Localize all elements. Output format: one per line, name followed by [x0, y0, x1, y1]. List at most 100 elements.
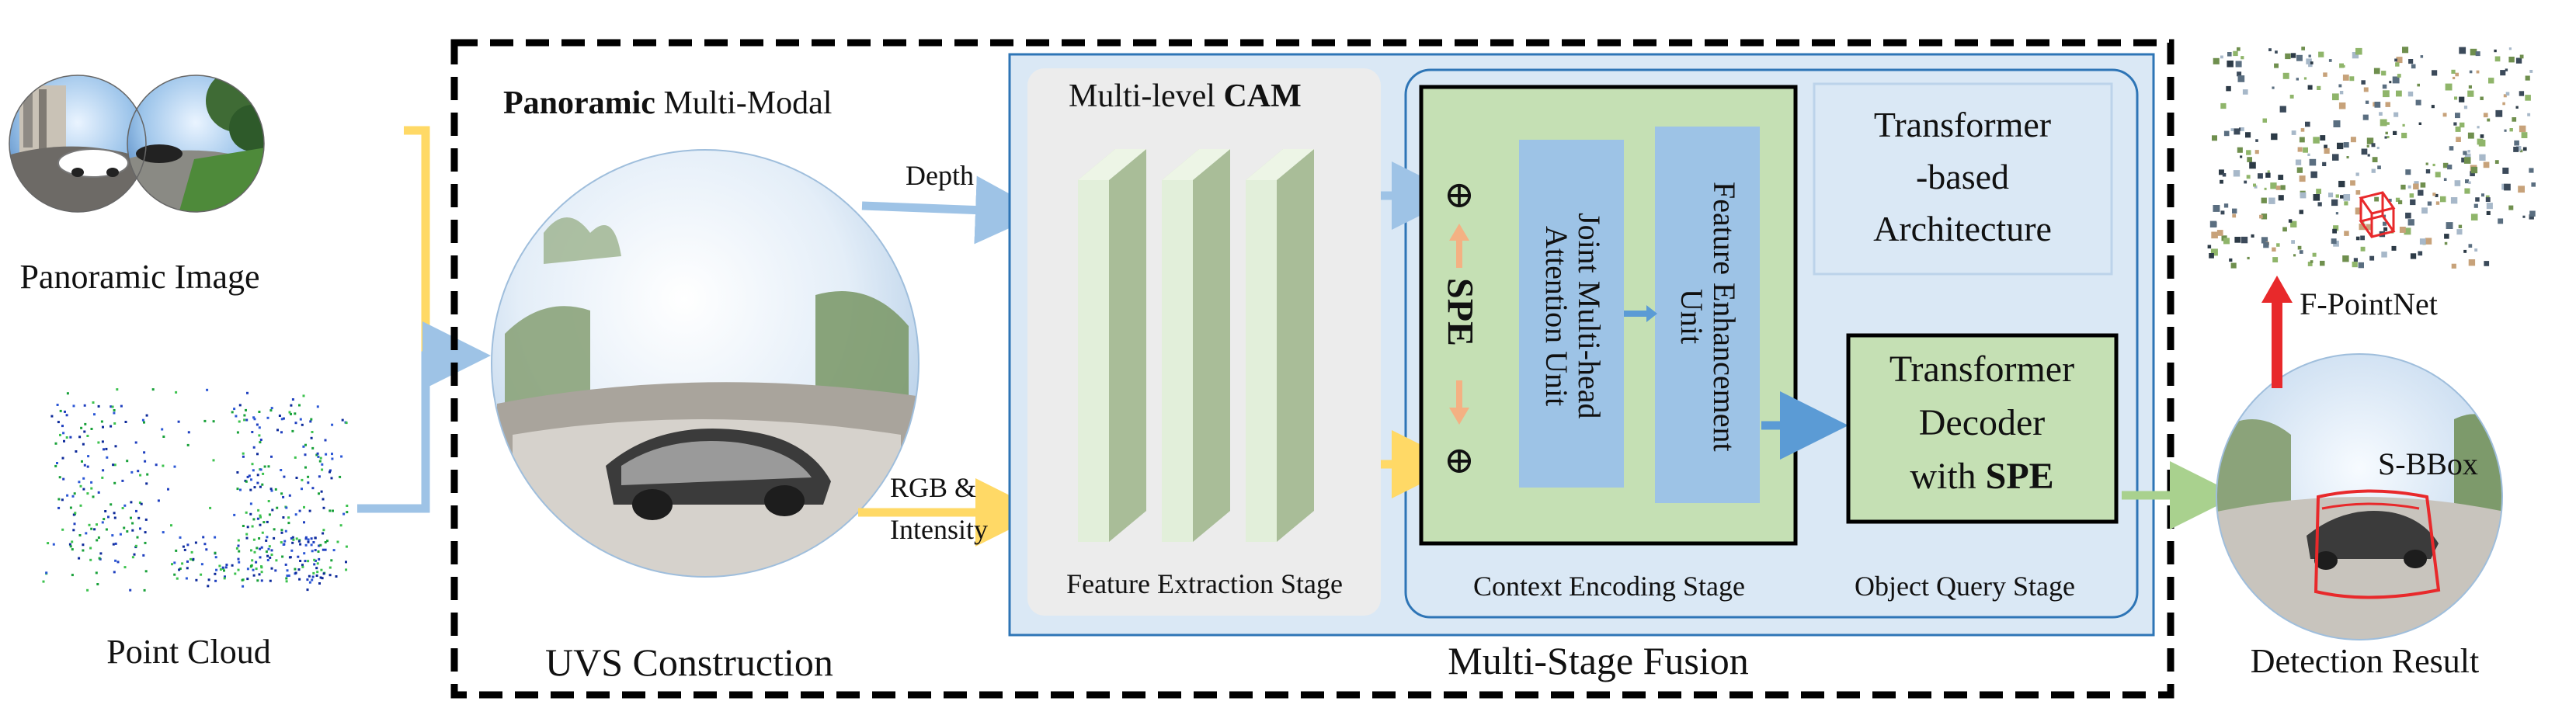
fpointnet-cloud-dot — [2389, 81, 2392, 84]
fpointnet-cloud-dot — [2280, 185, 2286, 190]
fpointnet-cloud-dot — [2349, 76, 2355, 82]
point-cloud-dot — [114, 559, 117, 562]
fpointnet-cloud-dot — [2275, 50, 2278, 54]
point-cloud-dot — [259, 441, 262, 444]
fpointnet-cloud-dot — [2468, 181, 2471, 184]
fpointnet-cloud-dot — [2383, 90, 2390, 98]
spe-label: SPE — [1439, 278, 1481, 347]
fpointnet-cloud-dot — [2444, 241, 2448, 245]
fpointnet-cloud-dot — [2468, 85, 2472, 89]
joint-attention-unit[interactable] — [1519, 140, 1624, 488]
point-cloud-dot — [113, 409, 116, 411]
fpointnet-cloud-dot — [2486, 210, 2491, 215]
fpointnet-cloud-dot — [2366, 144, 2369, 148]
fpointnet-cloud-dot — [2300, 128, 2305, 132]
point-cloud-dot — [282, 417, 285, 420]
framework-dashed-frame — [450, 39, 2174, 699]
point-cloud-dot — [345, 422, 348, 425]
point-cloud-dot — [256, 517, 259, 520]
point-cloud-dot — [162, 464, 165, 467]
point-cloud-dot — [224, 566, 228, 569]
fpointnet-cloud-dot — [2335, 212, 2338, 215]
fpointnet-cloud-dot — [2295, 159, 2302, 165]
point-cloud-dot — [102, 425, 104, 429]
fpointnet-cloud-dot — [2459, 47, 2466, 54]
point-cloud-dot — [256, 474, 259, 477]
fpointnet-cloud-dot — [2402, 123, 2405, 127]
point-cloud-dot — [114, 542, 117, 545]
detection-result-label: Detection Result — [2250, 642, 2480, 680]
point-cloud-dot — [96, 539, 99, 542]
fpointnet-cloud-dot — [2368, 139, 2371, 143]
point-cloud-dot — [243, 414, 246, 417]
point-cloud-dot — [233, 513, 236, 516]
point-cloud-dot — [342, 512, 346, 515]
point-cloud-dot — [313, 558, 316, 561]
fpointnet-cloud-dot — [2484, 261, 2490, 266]
point-cloud-dot — [316, 452, 319, 455]
fpointnet-cloud-dot — [2223, 130, 2230, 137]
point-cloud-dot — [320, 568, 323, 571]
fpointnet-cloud-dot — [2371, 143, 2376, 148]
point-cloud-dot — [315, 567, 318, 570]
point-cloud-dot — [280, 492, 283, 495]
point-cloud-dot — [194, 541, 197, 544]
fpointnet-cloud-dot — [2508, 205, 2514, 210]
point-cloud-dot — [270, 567, 273, 570]
fpointnet-cloud-dot — [2230, 262, 2237, 269]
point-cloud-dot — [280, 431, 283, 434]
point-cloud-dot — [231, 564, 234, 567]
point-cloud-dot — [107, 515, 110, 519]
point-cloud-dot — [101, 521, 104, 524]
fpointnet-cloud-dot — [2307, 153, 2310, 156]
fpointnet-cloud-dot — [2268, 48, 2272, 51]
point-cloud-dot — [134, 544, 137, 547]
transformer-decoder-box[interactable] — [1846, 333, 2119, 524]
point-cloud-dot — [288, 556, 291, 559]
point-cloud-dot — [318, 475, 321, 478]
fpointnet-cloud-dot — [2313, 137, 2320, 144]
fpointnet-cloud-dot — [2244, 180, 2247, 184]
fpointnet-cloud-dot — [2307, 262, 2313, 266]
point-cloud-dot — [297, 568, 301, 571]
point-cloud-dot — [280, 418, 283, 421]
point-cloud-dot — [82, 549, 85, 552]
point-cloud-dot — [259, 523, 262, 526]
fpointnet-cloud-dot — [2410, 253, 2417, 259]
fpointnet-cloud-dot — [2270, 182, 2277, 189]
fpointnet-cloud-dot — [2216, 230, 2223, 236]
point-cloud-dot — [319, 543, 322, 547]
point-cloud-dot — [246, 578, 249, 581]
point-cloud-dot — [330, 477, 333, 480]
point-cloud-dot — [301, 478, 304, 481]
fpointnet-cloud-dot — [2297, 245, 2302, 250]
point-cloud-dot — [47, 542, 50, 545]
feature-enhancement-unit[interactable] — [1655, 127, 1760, 503]
fpointnet-cloud-dot — [2282, 72, 2289, 79]
point-cloud-dot — [242, 585, 245, 588]
point-cloud-dot — [80, 426, 83, 429]
fpointnet-cloud-dot — [2350, 137, 2356, 143]
fpointnet-cloud-dot — [2246, 175, 2251, 179]
fpointnet-cloud-dot — [2468, 244, 2473, 248]
point-cloud-dot — [71, 495, 75, 498]
fpointnet-cloud-dot — [2498, 218, 2504, 224]
fpointnet-cloud-dot — [2467, 90, 2474, 97]
pointcloud-connector-arrow — [357, 321, 491, 513]
point-cloud-dot — [162, 436, 165, 438]
point-cloud-dot — [161, 428, 164, 431]
fpointnet-cloud-dot — [2361, 148, 2368, 155]
fpointnet-cloud-dot — [2432, 193, 2436, 196]
fpointnet-cloud-dot — [2255, 139, 2258, 142]
point-cloud-dot — [259, 556, 262, 559]
point-cloud-dot — [304, 453, 307, 456]
point-cloud-dot — [290, 537, 293, 540]
point-cloud-dot — [101, 440, 104, 443]
fpointnet-cloud-dot — [2454, 180, 2461, 186]
fpointnet-cloud-dot — [2355, 47, 2362, 55]
point-cloud-dot — [141, 418, 144, 422]
fpointnet-cloud-dot — [2355, 236, 2360, 241]
cam-title-plain: Multi-level — [1069, 78, 1224, 114]
point-cloud-dot — [123, 504, 127, 507]
fpointnet-cloud-dot — [2502, 167, 2509, 174]
